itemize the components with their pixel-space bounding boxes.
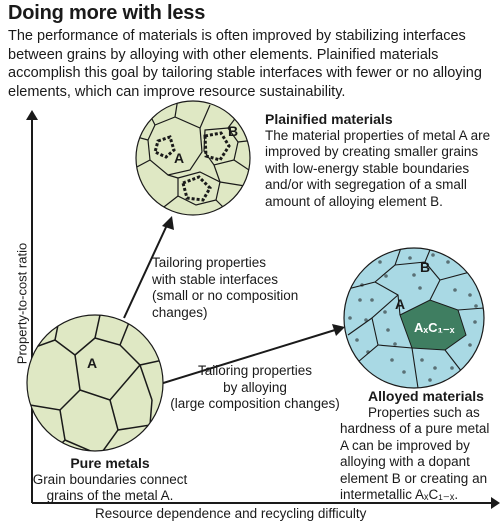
alloyed-text: Alloyed materials Properties such as har… bbox=[340, 388, 500, 504]
pure-heading: Pure metals bbox=[70, 455, 150, 471]
annotation-line: by alloying bbox=[223, 379, 287, 395]
annotation-line: (large composition changes) bbox=[170, 396, 340, 411]
alloyed-line: hardness of a pure metal bbox=[340, 421, 490, 436]
pure-grain-circle bbox=[26, 314, 164, 452]
annotation-line: Tailoring properties bbox=[197, 363, 313, 378]
alloyed-line: alloying with a dopant bbox=[340, 454, 470, 469]
segregated-grain-3 bbox=[153, 135, 176, 159]
intermetallic-label: AₓC₁₋ₓ bbox=[414, 320, 455, 335]
segregated-grain-1 bbox=[203, 131, 231, 162]
annotation-line: (small or no composition bbox=[152, 288, 299, 303]
pure-text: Pure metals Grain boundaries connect gra… bbox=[30, 455, 190, 505]
annotation-line: with stable interfaces bbox=[152, 271, 279, 287]
pure-grain-a-label: A bbox=[87, 355, 98, 371]
plainified-heading: Plainified materials bbox=[265, 111, 393, 127]
annotation-line: Tailoring properties bbox=[152, 255, 267, 270]
intro-paragraph: The performance of materials is often im… bbox=[8, 28, 482, 100]
plainified-grain-b-label: B bbox=[228, 123, 239, 139]
alloyed-grain-a-label: A bbox=[395, 296, 406, 312]
plainified-text: Plainified materials The material proper… bbox=[265, 111, 495, 210]
alloyed-line: intermetallic AₓC₁₋ₓ. bbox=[340, 487, 459, 502]
y-axis-label: Property-to-cost ratio bbox=[14, 242, 30, 365]
alloyed-heading: Alloyed materials bbox=[368, 388, 484, 404]
plainified-grain-circle bbox=[135, 100, 251, 216]
arrow-to-plainified bbox=[123, 216, 174, 319]
annotation-line: changes) bbox=[152, 304, 208, 320]
plainified-line: amount of alloying element B. bbox=[265, 193, 443, 209]
alloyed-grain-circle bbox=[343, 247, 485, 389]
plainified-line: and/or with segregation of a small bbox=[265, 177, 467, 192]
pure-line: grains of the metal A. bbox=[46, 488, 174, 503]
segregated-grain-2 bbox=[181, 175, 212, 202]
plainified-line: improved by creating smaller grains bbox=[265, 144, 479, 159]
x-axis-label: Resource dependence and recycling diffic… bbox=[95, 506, 367, 521]
alloying-annotation: Tailoring properties by alloying (large … bbox=[160, 363, 350, 413]
dopant-dots bbox=[348, 248, 478, 384]
stable-interfaces-annotation: Tailoring properties with stable interfa… bbox=[152, 255, 332, 321]
alloyed-grain-b-label: B bbox=[420, 259, 431, 275]
figure-title: Doing more with less bbox=[8, 2, 206, 24]
arrow-to-alloyed bbox=[159, 324, 345, 385]
x-axis-arrowhead bbox=[491, 497, 500, 509]
alloyed-line: Properties such as bbox=[368, 404, 480, 420]
plainified-line: The material properties of metal A are bbox=[265, 127, 491, 143]
axes bbox=[26, 110, 500, 509]
plainified-line: with low-energy stable boundaries bbox=[265, 160, 470, 176]
y-axis-arrowhead bbox=[26, 110, 38, 120]
alloyed-line: element B or creating an bbox=[340, 470, 488, 486]
pure-line: Grain boundaries connect bbox=[32, 471, 188, 487]
alloyed-line: A can be improved by bbox=[340, 437, 470, 453]
plainified-grain-a-label: A bbox=[174, 150, 185, 166]
